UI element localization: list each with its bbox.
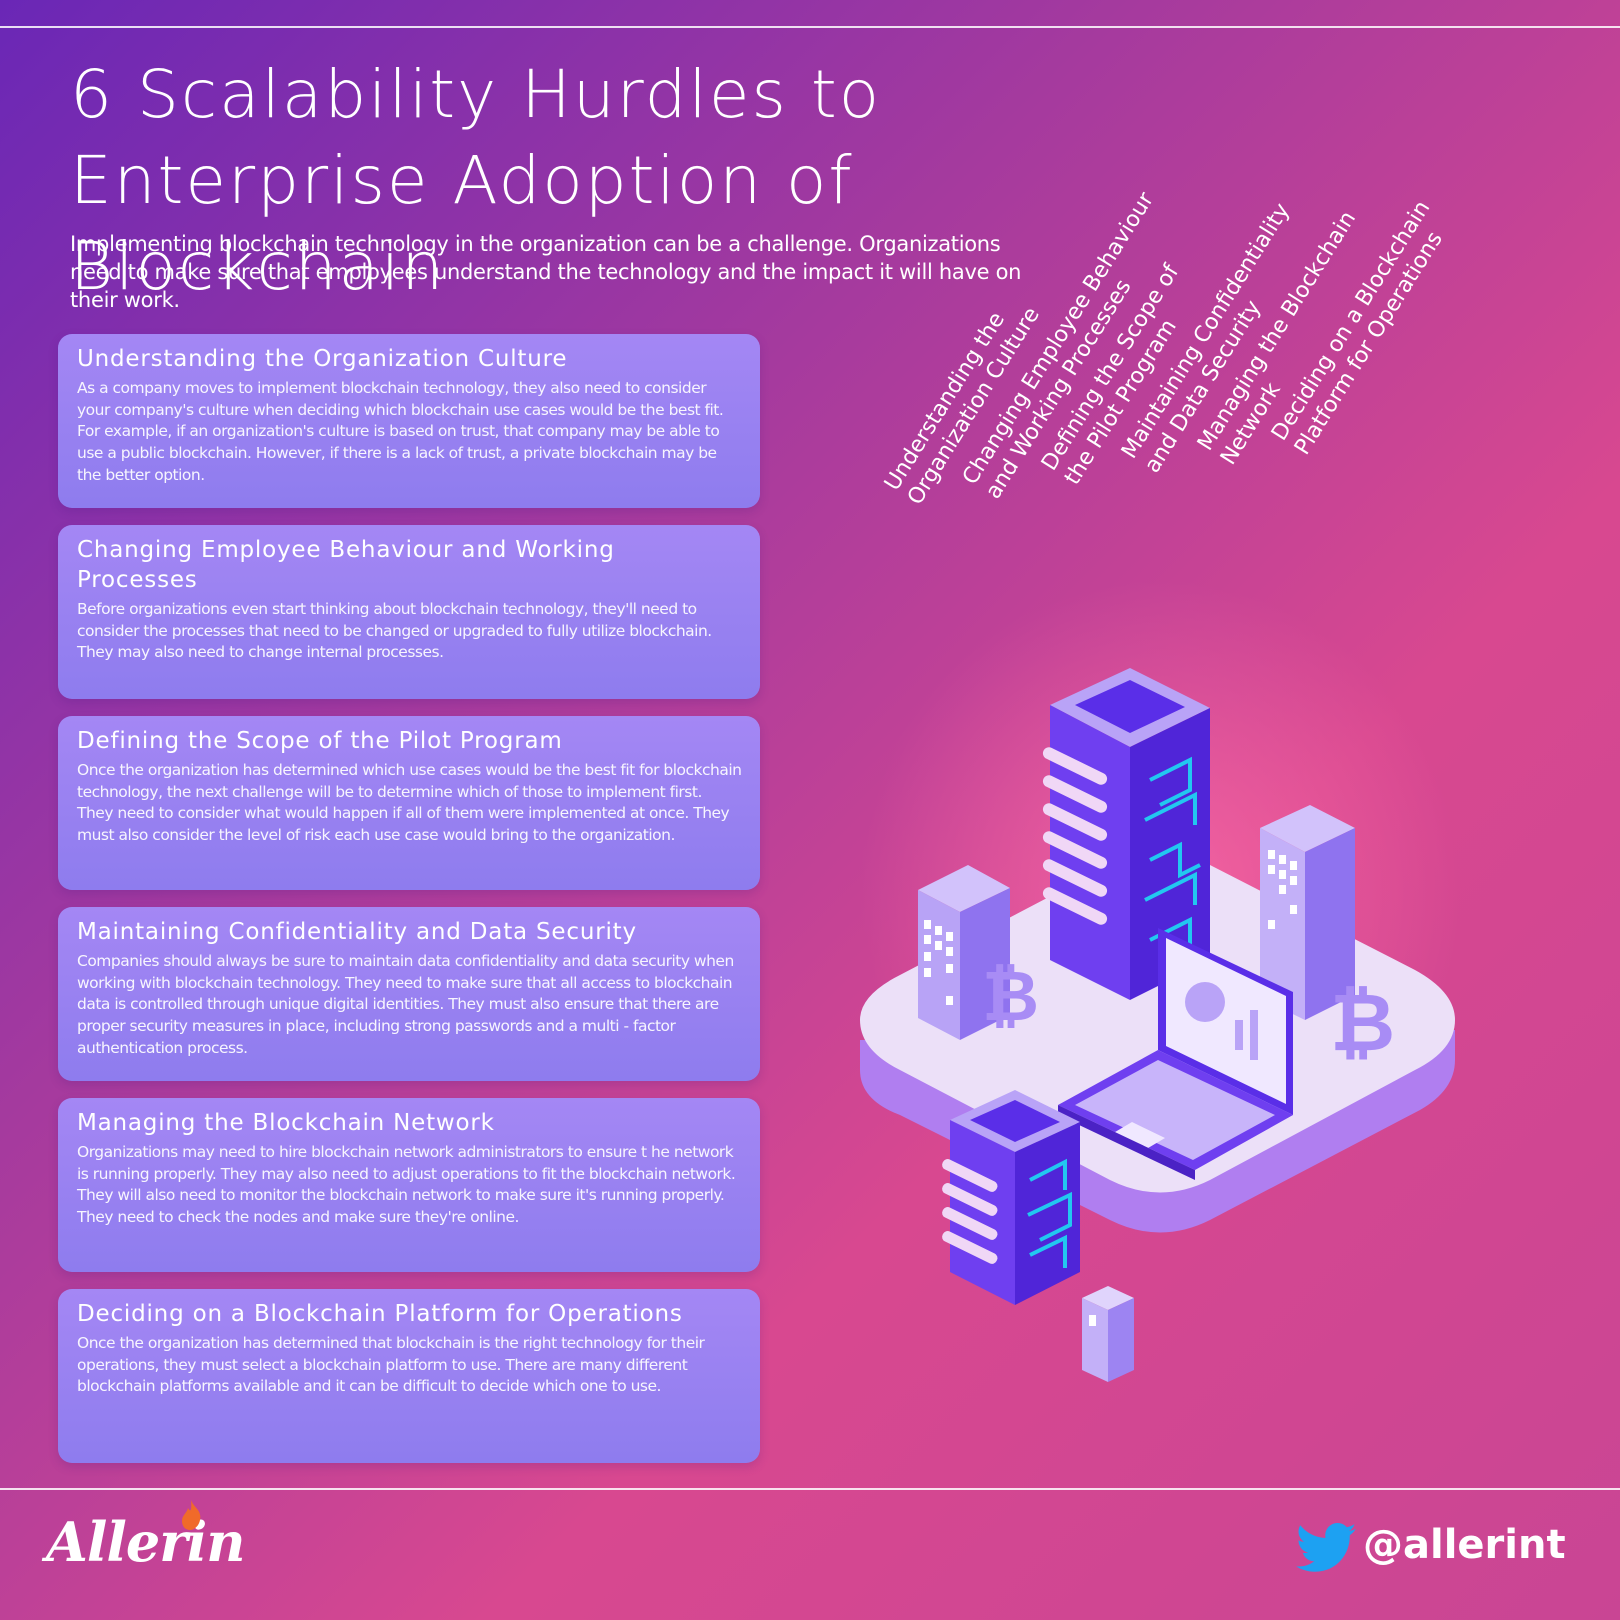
right-building: ₿ xyxy=(1260,805,1395,1069)
hurdle-card-list: Understanding the Organization Culture A… xyxy=(58,334,760,1480)
isometric-scene: ₿ xyxy=(860,450,1460,1382)
top-divider xyxy=(0,26,1620,28)
laptop xyxy=(1058,928,1293,1180)
twitter-handle[interactable]: @allerint xyxy=(1363,1522,1566,1568)
server-fins xyxy=(1042,747,1108,925)
twitter-bird-icon[interactable] xyxy=(1296,1522,1356,1574)
hurdle-card-platform: Deciding on a Blockchain Platform for Op… xyxy=(58,1289,760,1463)
allerin-logo[interactable]: Allerin xyxy=(46,1510,246,1574)
bitcoin-icon: ₿ xyxy=(982,955,1039,1037)
front-server-tower xyxy=(942,1090,1080,1305)
blockchain-city-illustration: ₿ xyxy=(860,160,1620,1400)
card-heading: Managing the Blockchain Network xyxy=(77,1110,495,1136)
card-body: Companies should always be sure to maint… xyxy=(77,952,734,1057)
bitcoin-icon: ₿ xyxy=(1330,976,1395,1069)
card-body: Once the organization has determined whi… xyxy=(77,761,742,845)
card-heading: Understanding the Organization Culture xyxy=(77,346,568,372)
card-heading: Defining the Scope of the Pilot Program xyxy=(77,728,563,754)
card-heading: Maintaining Confidentiality and Data Sec… xyxy=(77,919,637,945)
left-building: ₿ xyxy=(918,865,1039,1040)
card-heading: Deciding on a Blockchain Platform for Op… xyxy=(77,1301,683,1327)
flame-icon xyxy=(182,1500,201,1530)
hurdle-card-network: Managing the Blockchain Network Organiza… xyxy=(58,1098,760,1272)
bottom-divider xyxy=(0,1488,1620,1490)
hurdle-card-confidentiality: Maintaining Confidentiality and Data Sec… xyxy=(58,907,760,1081)
card-body: Before organizations even start thinking… xyxy=(77,600,712,662)
card-body: As a company moves to implement blockcha… xyxy=(77,379,724,484)
trackpad xyxy=(1110,1122,1165,1151)
tall-server-tower xyxy=(1042,668,1210,1000)
intro-paragraph: Implementing blockchain technology in th… xyxy=(70,232,1022,312)
card-body: Organizations may need to hire blockchai… xyxy=(77,1143,736,1227)
small-storage-box xyxy=(1082,1286,1134,1382)
card-heading: Changing Employee Behaviour and Working … xyxy=(77,537,615,593)
hurdle-card-culture: Understanding the Organization Culture A… xyxy=(58,334,760,508)
keyboard xyxy=(1075,1060,1275,1160)
page-title: 6 Scalability Hurdles to Enterprise Adop… xyxy=(70,56,882,305)
hurdle-card-employee-behaviour: Changing Employee Behaviour and Working … xyxy=(58,525,760,699)
card-body: Once the organization has determined tha… xyxy=(77,1334,705,1396)
pie-chart-icon xyxy=(1185,982,1225,1022)
hurdle-card-pilot-scope: Defining the Scope of the Pilot Program … xyxy=(58,716,760,890)
